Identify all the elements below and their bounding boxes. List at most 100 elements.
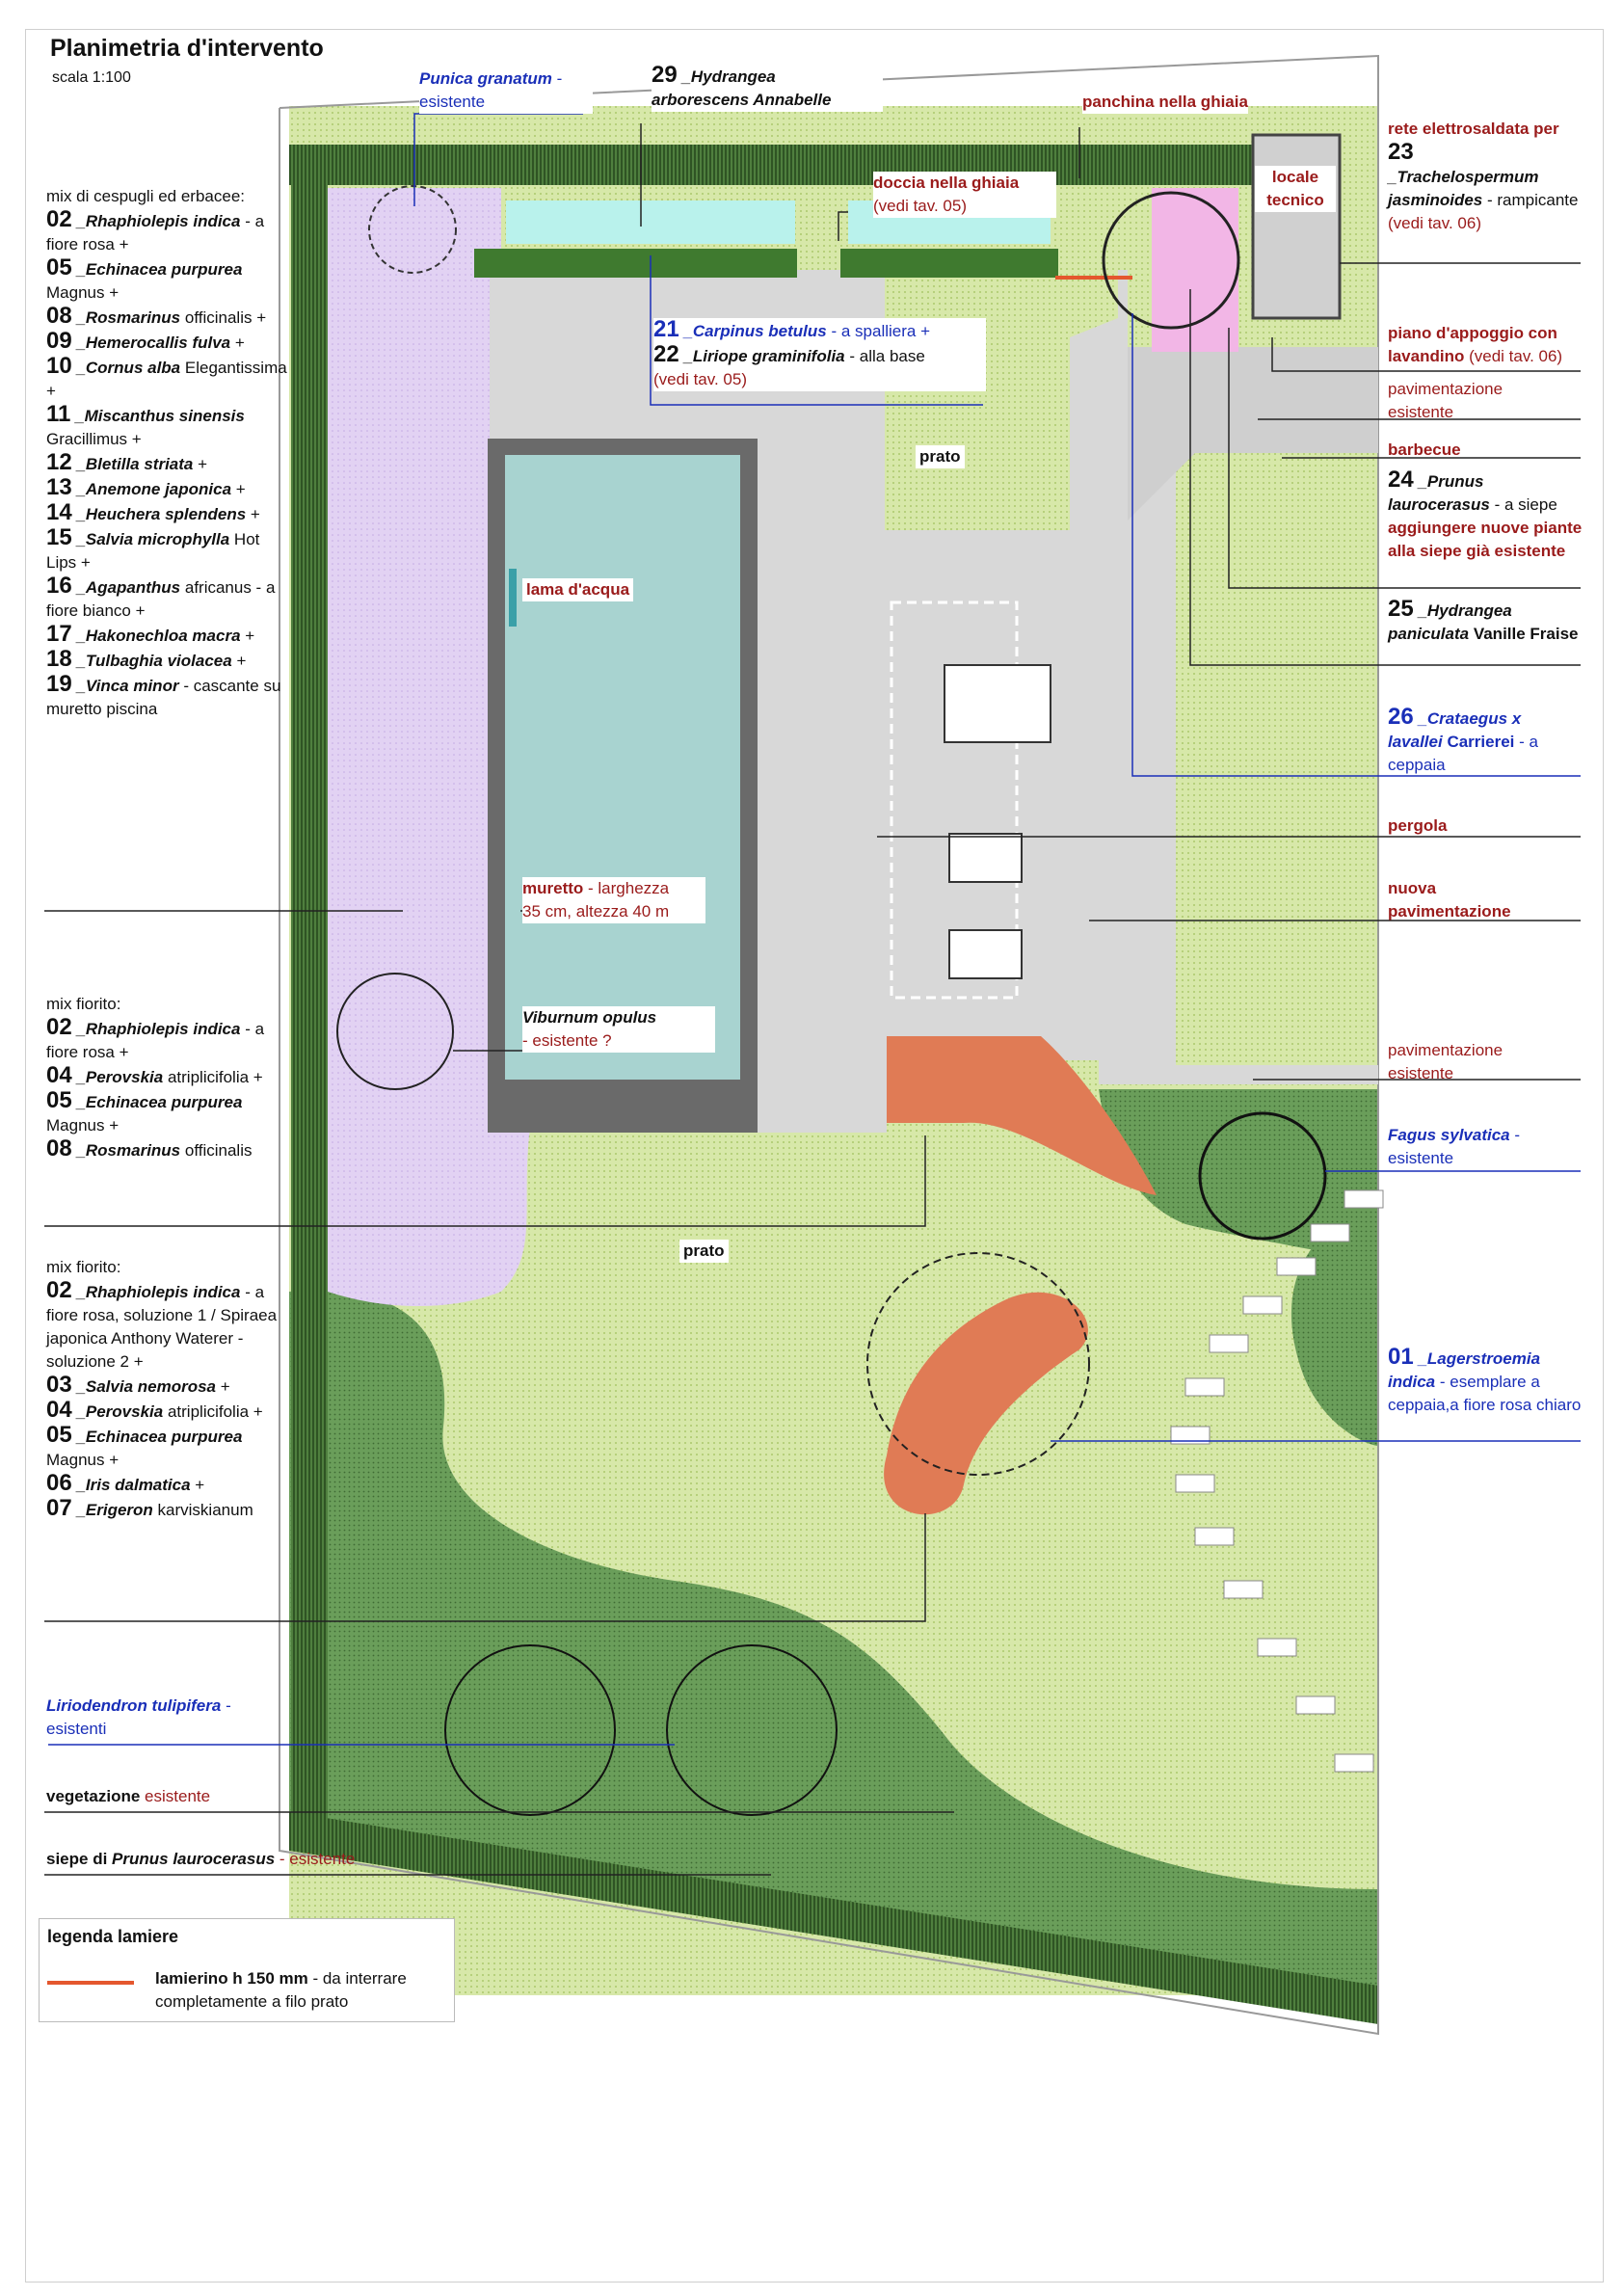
legend-title: legenda lamiere — [47, 1927, 179, 1946]
carpinus-liriope-label: 21 _Carpinus betulus - a spalliera + 22 … — [653, 318, 986, 391]
plant-number: 05 — [46, 254, 72, 280]
rete-23-label: rete elettrosaldata per 23 _Trachelosper… — [1388, 120, 1579, 232]
lagerstroemia-canopy — [866, 1252, 1090, 1476]
prunus-24-label: 24 _Prunus laurocerasus - a siepe aggiun… — [1388, 467, 1583, 561]
plant-number: 12 — [46, 449, 72, 475]
fagus-label: Fagus sylvatica - esistente — [1388, 1126, 1521, 1167]
mix1-intro: mix di cespugli ed erbacee: — [46, 187, 246, 205]
plant-list-item: 17 _Hakonechloa macra + — [46, 623, 287, 648]
plant-note: - a fiore rosa + — [46, 1020, 265, 1061]
plant-number: 17 — [46, 621, 72, 647]
plant-name: _Miscanthus sinensis — [75, 407, 245, 425]
mix2-list: 02 _Rhaphiolepis indica - a fiore rosa +… — [46, 1016, 287, 1162]
plant-number: 07 — [46, 1495, 72, 1521]
lagerstroemia-bed — [884, 1292, 1088, 1515]
hedge-label: siepe di Prunus laurocerasus - esistente — [46, 1850, 356, 1868]
plant-number: 18 — [46, 646, 72, 672]
sofa-2 — [948, 929, 1023, 979]
plant-name: _Rhaphiolepis indica — [76, 1020, 241, 1038]
plant-note: officinalis — [184, 1141, 253, 1160]
plant-note: atriplicifolia + — [167, 1068, 263, 1086]
hydrangea-row — [474, 249, 797, 278]
hydrangea-25-label: 25 _Hydrangea paniculata Vanille Fraise — [1388, 596, 1579, 644]
plant-note: Magnus + — [46, 283, 120, 302]
plant-list-item: 03 _Salvia nemorosa + — [46, 1374, 287, 1399]
plant-name: _Iris dalmatica — [76, 1476, 191, 1494]
plant-list-item: 05 _Echinacea purpurea Magnus + — [46, 1089, 287, 1137]
plant-note: - a fiore rosa, soluzione 1 / Spiraea ja… — [46, 1283, 278, 1371]
plant-name: _Erigeron — [76, 1501, 153, 1519]
viburnum-label: Viburnum opulus - esistente ? — [522, 1006, 715, 1053]
plant-number: 04 — [46, 1062, 72, 1088]
plant-list-item: 09 _Hemerocallis fulva + — [46, 330, 287, 355]
plant-name: _Echinacea purpurea — [76, 1428, 243, 1446]
plant-number: 10 — [46, 353, 72, 379]
plant-name: _Rosmarinus — [76, 308, 181, 327]
liriodendron-tree-1 — [444, 1644, 616, 1816]
plant-number: 15 — [46, 524, 72, 550]
pergola-label: pergola — [1388, 816, 1448, 835]
plant-number: 02 — [46, 1014, 72, 1040]
plant-number: 16 — [46, 573, 72, 599]
plant-number: 08 — [46, 1135, 72, 1161]
plant-name: _Heuchera splendens — [76, 505, 247, 523]
property-line — [279, 54, 1379, 2036]
plant-list-item: 11 _Miscanthus sinensis Gracillimus + — [46, 403, 287, 451]
plant-list-item: 02 _Rhaphiolepis indica - a fiore rosa, … — [46, 1279, 287, 1374]
plant-note: karviskianum — [157, 1501, 253, 1519]
fagus-tree — [1198, 1111, 1327, 1241]
plant-note: - a fiore rosa + — [46, 212, 265, 254]
hydrangea-row-2 — [840, 249, 1058, 278]
new-paving-label: nuova pavimentazione — [1388, 879, 1511, 921]
plant-note: + — [236, 652, 247, 670]
plant-list-item: 12 _Bletilla striata + — [46, 451, 287, 476]
plant-number: 05 — [46, 1087, 72, 1113]
lawn-label-1: prato — [916, 445, 965, 468]
plant-note: + — [250, 505, 260, 523]
mix3-intro: mix fiorito: — [46, 1258, 121, 1276]
plant-name: _Hakonechloa macra — [76, 627, 241, 645]
punica-tree — [368, 185, 457, 274]
gravel-strip — [506, 200, 795, 244]
plant-note: + — [220, 1377, 230, 1396]
plant-list-item: 16 _Agapanthus africanus - a fiore bianc… — [46, 574, 287, 623]
legend-swatch — [47, 1981, 134, 1985]
existing-paving-label-2: pavimentazione esistente — [1388, 1041, 1503, 1082]
plant-note: + — [235, 480, 246, 498]
liriodendron-label: Liriodendron tulipifera - esistenti — [46, 1696, 231, 1738]
plant-number: 05 — [46, 1422, 72, 1448]
dining-table — [944, 664, 1051, 743]
plant-list-item: 08 _Rosmarinus officinalis + — [46, 305, 287, 330]
shower-label: doccia nella ghiaia (vedi tav. 05) — [873, 172, 1056, 218]
water-blade-label: lama d'acqua — [522, 578, 634, 601]
plant-number: 02 — [46, 1277, 72, 1303]
plant-list-item: 05 _Echinacea purpurea Magnus + — [46, 256, 287, 305]
scale-label: scala 1:100 — [52, 69, 131, 86]
plant-list-item: 14 _Heuchera splendens + — [46, 501, 287, 526]
pergola-outline — [890, 601, 1019, 1000]
plant-name: _Rosmarinus — [76, 1141, 181, 1160]
lagerstroemia-01-label: 01 _Lagerstroemia indica - esemplare a c… — [1388, 1344, 1582, 1415]
mix1-block: mix di cespugli ed erbacee: 02 _Rhaphiol… — [46, 185, 287, 721]
plant-number: 06 — [46, 1470, 72, 1496]
plant-list-item: 10 _Cornus alba Elegantissima + — [46, 355, 287, 403]
plant-note: + — [245, 627, 255, 645]
crataegus-26-label: 26 _Crataegus x lavallei Carrierei - a c… — [1388, 704, 1538, 775]
mix1-list: 02 _Rhaphiolepis indica - a fiore rosa +… — [46, 208, 287, 721]
plant-list-item: 15 _Salvia microphylla Hot Lips + — [46, 526, 287, 574]
plant-note: Magnus + — [46, 1451, 120, 1469]
sink-label: piano d'appoggio con lavandino (vedi tav… — [1388, 324, 1563, 365]
hedge-south — [289, 1812, 1378, 2024]
hedge-north — [289, 145, 1340, 185]
plant-number: 13 — [46, 474, 72, 500]
plant-list-item: 06 _Iris dalmatica + — [46, 1472, 287, 1497]
plant-note: Magnus + — [46, 1116, 120, 1135]
plant-name: _Echinacea purpurea — [76, 260, 243, 279]
plant-name: _Perovskia — [76, 1068, 164, 1086]
stepping-stones — [1170, 1189, 1384, 1773]
bench-label: panchina nella ghiaia — [1082, 91, 1248, 114]
plant-note: atriplicifolia + — [167, 1402, 263, 1421]
lama-acqua-mark — [509, 569, 517, 627]
plant-name: _Tulbaghia violacea — [76, 652, 232, 670]
